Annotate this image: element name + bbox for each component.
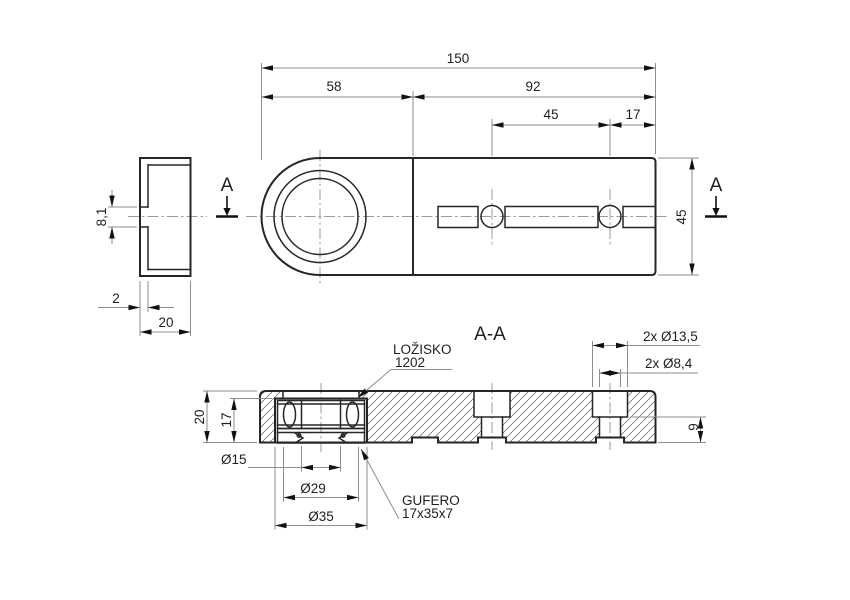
cut-arrow-left-icon [223,208,231,216]
bearing-ball-right [345,401,360,428]
top-view-outline [260,157,657,276]
dim-total-length: 150 [447,51,470,66]
cut-letter-right: A [710,175,723,196]
bearing-label: LOŽISKO [393,342,452,357]
cut-arrow-right-icon [712,208,720,216]
seal-size: 17x35x7 [402,506,453,521]
slot-1 [437,205,479,229]
dim-pocket-dia: Ø35 [308,509,334,524]
counterbore-2 [591,390,629,418]
seal-outline [276,427,366,444]
hatch-mid-right [502,391,600,443]
dim-bore-dia: Ø15 [221,452,247,467]
bearing-number: 1202 [395,355,425,370]
seal-cross-section [276,427,366,445]
section-view [258,383,657,452]
seal-spring-left [296,432,302,439]
seal-leader-line [360,448,400,520]
dim-hole-note: 2x Ø8,4 [645,356,693,371]
hatch-left-wall [260,391,283,443]
cut-letter-left: A [221,175,234,196]
dim-pocket-depth: 17 [219,412,234,427]
dim-slot-height: 8,1 [94,208,109,227]
dim-left-length: 58 [326,79,341,94]
top-view [246,150,668,284]
dim-wall-thickness: 2 [112,291,120,306]
bearing-ball-left [282,401,297,428]
seal-spring-right [340,432,346,439]
dim-thickness: 20 [192,409,207,424]
slot-3 [622,205,657,229]
bearing-cross-section [276,399,366,430]
seal-lip-circle [281,177,359,256]
side-view [128,157,207,277]
cut-plane-markers: A A [216,175,727,218]
hole-1 [480,204,504,229]
dim-side-depth: 20 [158,315,173,330]
dim-right-length: 92 [525,79,540,94]
dim-hole-to-edge: 17 [625,107,640,122]
bearing-leader-line [357,369,452,399]
section-bottom-edge [259,436,657,444]
dim-seal-lip-dia: Ø29 [300,481,326,496]
side-view-outline [139,157,192,277]
hatch-mid-left [359,391,482,443]
dimensions: 150 58 92 45 17 45 8,1 2 20 [94,51,706,530]
slot-2 [504,205,599,229]
seal-label: GUFERO [402,493,460,508]
dim-counterbore-floor: 9 [686,423,701,431]
annotations: A-A LOŽISKO 1202 GUFERO 17x35x7 [357,324,506,521]
section-title: A-A [474,324,506,345]
counterbore-1 [473,390,511,418]
dim-part-width: 45 [674,209,689,224]
dim-hole-span: 45 [543,107,558,122]
section-top-edge [258,390,657,399]
hole-2 [598,204,622,229]
pocket-circle [273,169,367,264]
dim-counterbore-note: 2x Ø13,5 [643,329,698,344]
